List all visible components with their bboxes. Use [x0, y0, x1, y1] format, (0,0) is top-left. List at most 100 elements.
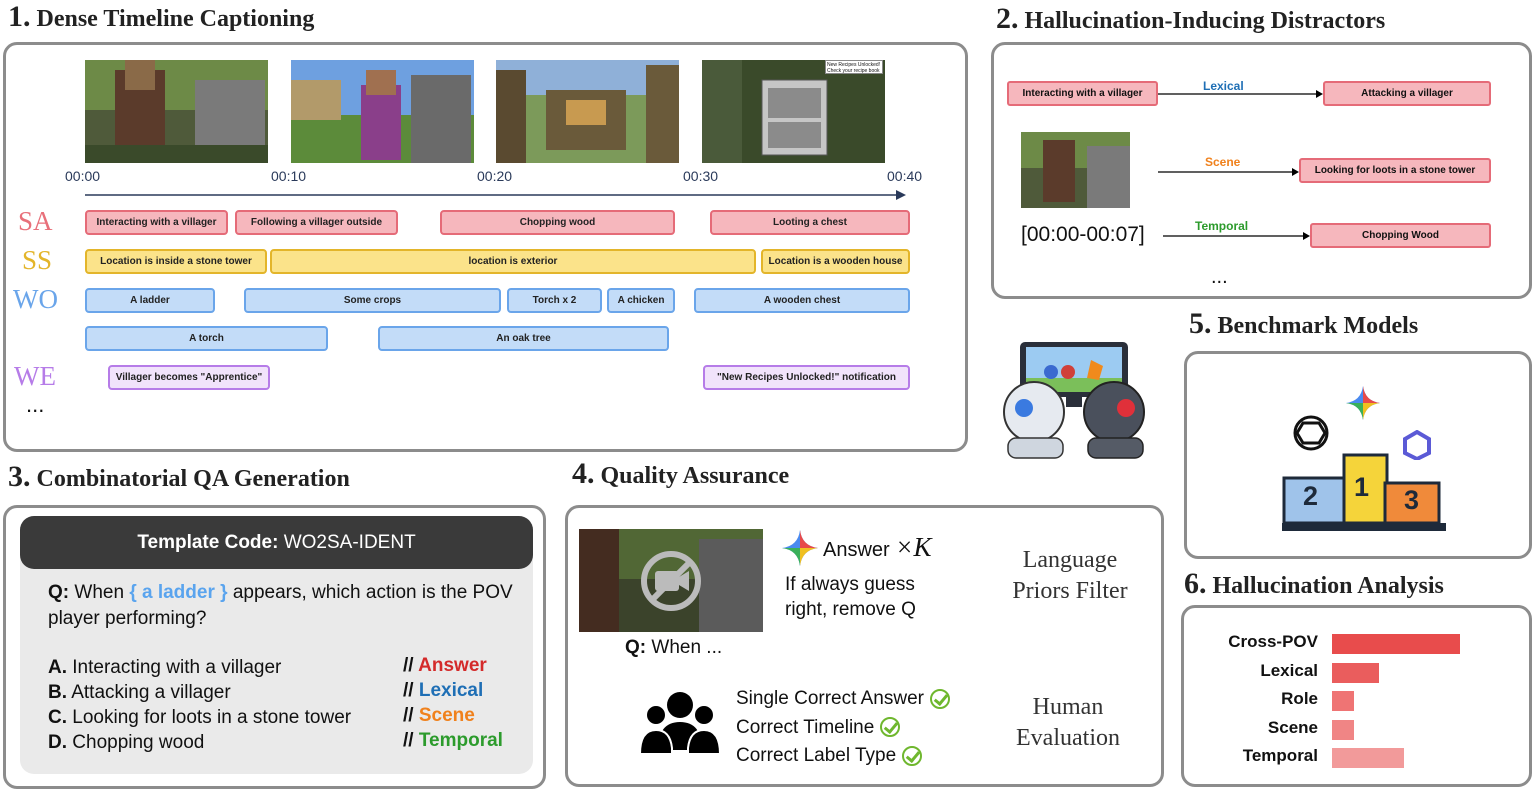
- option-tags: // Answer // Lexical // Scene // Tempora…: [403, 653, 503, 753]
- check-label: Correct Timeline: [736, 716, 875, 738]
- podium-place-3: 3: [1404, 485, 1420, 515]
- answer-times-k: Answer ×K: [823, 532, 932, 563]
- gemini-icon: [1346, 386, 1380, 420]
- video-frame-4: [702, 60, 885, 163]
- ss-segment: Location is inside a stone tower: [85, 249, 267, 274]
- ss-segment: Location is a wooden house: [761, 249, 910, 274]
- template-code-label: Template Code:: [137, 531, 279, 553]
- section-2-title-text: Hallucination-Inducing Distractors: [1024, 8, 1386, 34]
- bar-label: Temporal: [1242, 746, 1318, 765]
- option-b: B. Attacking a villager: [48, 680, 351, 705]
- option-letter: C.: [48, 707, 67, 728]
- check-item: Correct Label Type: [736, 742, 950, 771]
- recipe-popup-line-2: Check your recipe book: [827, 68, 880, 74]
- option-tag-b: // Lexical: [403, 678, 503, 703]
- checkmark-icon: [929, 688, 950, 709]
- section-4-number: 4.: [572, 457, 595, 490]
- bar-area: [1332, 630, 1522, 775]
- bar: [1332, 691, 1354, 711]
- scene-tag: Scene: [418, 705, 475, 726]
- question-post: appears, which action is the POV player …: [48, 582, 513, 629]
- tick-label: 00:20: [477, 168, 513, 184]
- section-2-title: 2. Hallucination-Inducing Distractors: [996, 2, 1385, 36]
- section-3-title-text: Combinatorial QA Generation: [36, 466, 350, 492]
- tick-label: 00:30: [683, 168, 719, 184]
- bar: [1332, 748, 1404, 768]
- human-line-1: Human: [1032, 694, 1104, 720]
- question-pre: When: [74, 582, 125, 603]
- section-4-title-text: Quality Assurance: [600, 463, 790, 489]
- comment-marker: //: [403, 730, 414, 751]
- podium-place-2: 2: [1303, 481, 1319, 511]
- people-icon: [640, 692, 720, 755]
- checkmark-icon: [902, 745, 923, 766]
- option-letter: D.: [48, 732, 67, 753]
- wo-segment: Some crops: [244, 288, 501, 313]
- comment-marker: //: [403, 705, 414, 726]
- guess-rule: If always guess right, remove Q: [785, 572, 916, 622]
- wo-segment: A wooden chest: [694, 288, 910, 313]
- wo-segment: A torch: [85, 326, 328, 351]
- filter-line-2: Priors Filter: [1012, 578, 1128, 604]
- wo-segment: Torch x 2: [507, 288, 602, 313]
- distractor-arrows: [1158, 90, 1323, 240]
- check-item: Single Correct Answer: [736, 685, 950, 714]
- option-a: A. Interacting with a villager: [48, 655, 351, 680]
- template-code-value: WO2SA-IDENT: [283, 531, 416, 553]
- recipe-popup: New Recipes Unlocked! Check your recipe …: [825, 60, 883, 74]
- bar-label: Cross-POV: [1228, 632, 1318, 651]
- bar-label: Role: [1281, 689, 1318, 708]
- sa-segment: Chopping wood: [440, 210, 675, 235]
- bar: [1332, 662, 1380, 683]
- filter-line-1: Language: [1022, 547, 1118, 573]
- option-d: D. Chopping wood: [48, 730, 351, 755]
- answer-tag: Answer: [418, 655, 487, 676]
- we-segment: Villager becomes "Apprentice": [108, 365, 270, 390]
- section-1-title: 1. Dense Timeline Captioning: [8, 0, 314, 34]
- human-checks: Single Correct Answer Correct Timeline C…: [736, 685, 950, 771]
- row-label-sa: SA: [18, 206, 53, 236]
- video-frame-2: [291, 60, 474, 163]
- scene-label: Scene: [1205, 155, 1241, 169]
- row-label-ss: SS: [22, 245, 53, 275]
- timespan-text: [00:00-00:07]: [1021, 223, 1145, 246]
- option-text: Chopping wood: [72, 732, 205, 753]
- bar-label: Lexical: [1260, 660, 1318, 680]
- comment-marker: //: [403, 655, 414, 676]
- wo-segment: A ladder: [85, 288, 215, 313]
- section-3-number: 3.: [8, 460, 31, 493]
- options-list: A. Interacting with a villager B. Attack…: [48, 655, 351, 755]
- source-caption-box: Interacting with a villager: [1007, 81, 1158, 106]
- tick-label: 00:40: [887, 168, 923, 184]
- check-label: Correct Label Type: [736, 745, 897, 766]
- temporal-label: Temporal: [1195, 219, 1249, 233]
- option-letter: B.: [48, 682, 67, 703]
- section-5-number: 5.: [1189, 307, 1212, 340]
- guess-rule-line-2: right, remove Q: [785, 599, 916, 620]
- muted-video-frame: [579, 529, 763, 632]
- distractor-frame: [1021, 132, 1130, 208]
- tick-label: 00:00: [65, 168, 101, 184]
- qwen-icon: [1403, 430, 1431, 460]
- section-5-title: 5. Benchmark Models: [1189, 307, 1418, 341]
- guess-rule-line-1: If always guess: [785, 574, 915, 595]
- time-axis: [85, 190, 906, 200]
- template-header: Template Code: WO2SA-IDENT: [20, 516, 533, 569]
- section-1-title-text: Dense Timeline Captioning: [36, 6, 315, 32]
- lexical-label: Lexical: [1203, 79, 1244, 93]
- bar: [1332, 719, 1354, 740]
- row-label-we: WE: [14, 361, 56, 391]
- distractor-ellipsis: ...: [1211, 266, 1228, 288]
- check-item: Correct Timeline: [736, 714, 950, 743]
- language-priors-filter-label: Language Priors Filter: [1005, 545, 1135, 607]
- video-frame-1: [85, 60, 268, 163]
- podium-icon: [1282, 453, 1446, 531]
- bar-label: Scene: [1267, 717, 1318, 737]
- podium-place-1: 1: [1354, 472, 1370, 502]
- question-slot: { a ladder }: [129, 582, 228, 603]
- option-tag-d: // Temporal: [403, 728, 503, 753]
- section-2-number: 2.: [996, 2, 1019, 35]
- temporal-distractor-box: Chopping Wood: [1310, 223, 1491, 248]
- question-prefix: Q:: [48, 582, 70, 603]
